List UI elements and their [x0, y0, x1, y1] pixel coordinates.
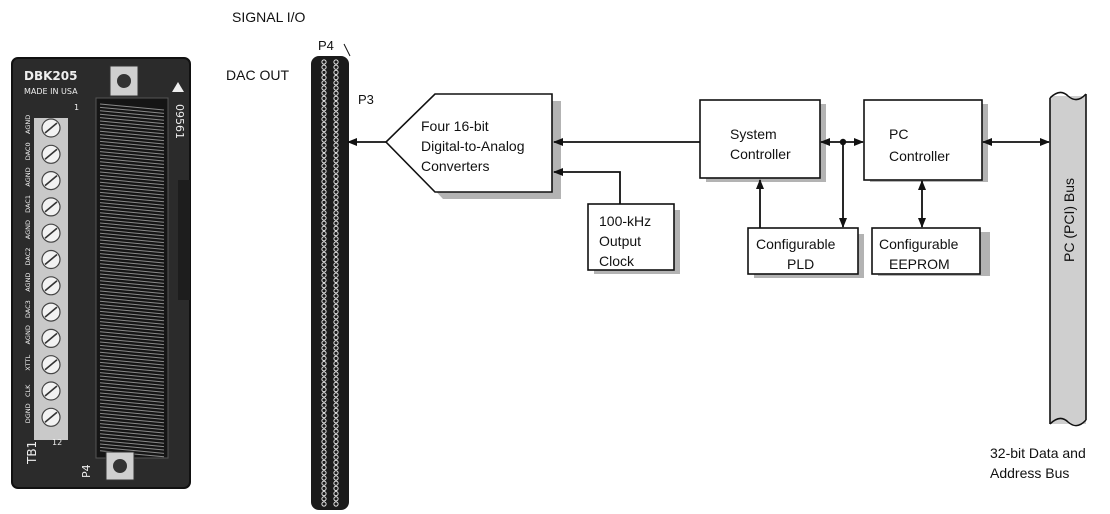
arrow-clock-to-dac: [554, 172, 620, 204]
mount-screw-bottom: [113, 459, 127, 473]
terminal-label: XTTL: [24, 355, 32, 371]
pci-bus: PC (PCI) Bus: [1050, 92, 1086, 425]
bus-note: 32-bit Data and Address Bus: [990, 445, 1090, 481]
signal-io-connector: [311, 56, 349, 510]
terminal-label: AGND: [24, 115, 32, 134]
board-connector-label: P4: [80, 464, 93, 478]
dac-out-label: DAC OUT: [226, 67, 289, 83]
terminal-label: AGND: [24, 273, 32, 292]
terminal-label: DAC3: [24, 300, 32, 318]
pin-first-label: 1: [74, 103, 79, 112]
terminal-label: AGND: [24, 167, 32, 186]
terminal-block-label: TB1: [25, 441, 39, 465]
terminal-label: AGND: [24, 220, 32, 239]
pin-last-label: 12: [52, 438, 62, 447]
terminal-label: DGND: [24, 403, 32, 423]
terminal-label: DAC1: [24, 195, 32, 213]
board-made-in: MADE IN USA: [24, 87, 78, 96]
p3-label: P3: [358, 92, 374, 107]
terminal-label: AGND: [24, 325, 32, 344]
junction-dot: [840, 139, 846, 145]
terminal-label: DAC0: [24, 142, 32, 160]
terminal-label: DAC2: [24, 248, 32, 266]
pc-controller-block: [864, 100, 982, 180]
p4-label: P4: [318, 38, 334, 53]
mount-screw-top: [117, 74, 131, 88]
dbk205-board: AGNDDAC0AGNDDAC1AGNDDAC2AGNDDAC3AGNDXTTL…: [12, 58, 190, 488]
signal-io-title: SIGNAL I/O: [232, 9, 306, 25]
terminal-label: CLK: [24, 384, 32, 397]
board-model: DBK205: [24, 69, 77, 83]
pci-bus-label: PC (PCI) Bus: [1061, 178, 1077, 262]
board-serial: 09561: [173, 104, 186, 139]
